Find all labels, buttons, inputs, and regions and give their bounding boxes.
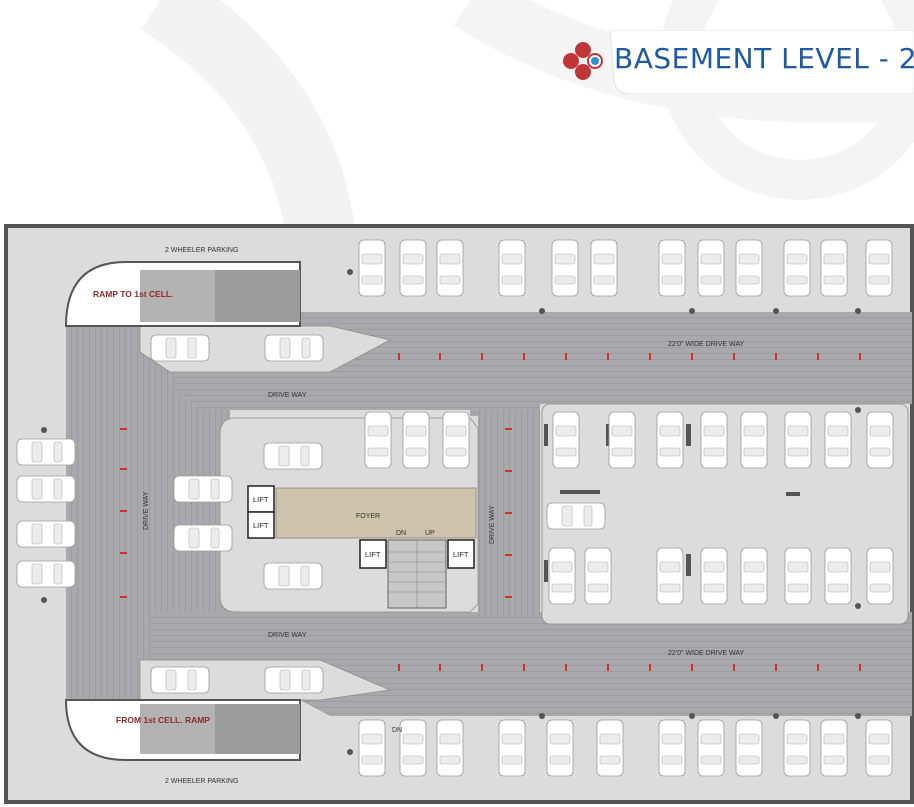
- label-drive-way-bottom: DRIVE WAY: [268, 632, 307, 639]
- page-title: BASEMENT LEVEL - 2: [614, 42, 914, 75]
- label-up: UP: [425, 530, 435, 537]
- label-dn-bottom: DN: [392, 727, 402, 734]
- label-lift-2: LIFT: [253, 521, 269, 530]
- lift-4: [447, 539, 475, 569]
- label-ramp-to: RAMP TO 1st CELL.: [93, 289, 173, 299]
- label-lift-1: LIFT: [253, 495, 269, 504]
- label-lift-4: LIFT: [453, 550, 469, 559]
- foyer: [275, 487, 477, 539]
- lane-markers: [120, 353, 861, 671]
- label-drive-way-right: DRIVE WAY: [489, 505, 496, 544]
- title-card: [609, 30, 914, 94]
- label-drive-way-left: DRIVE WAY: [143, 491, 150, 530]
- label-wide-bottom: 22'0" WIDE DRIVE WAY: [668, 650, 745, 657]
- columns: [41, 269, 861, 755]
- label-ramp-from: FROM 1st CELL. RAMP: [116, 715, 210, 725]
- label-dn: DN: [396, 530, 406, 537]
- label-drive-way-top: DRIVE WAY: [268, 392, 307, 399]
- label-2-wheeler-top: 2 WHEELER PARKING: [165, 247, 238, 254]
- lift-2: [247, 511, 275, 539]
- four-petal-logo-icon: [563, 42, 603, 80]
- lift-3: [359, 539, 387, 569]
- label-lift-3: LIFT: [365, 550, 381, 559]
- label-foyer: FOYER: [356, 513, 380, 520]
- label-wide-top: 22'0" WIDE DRIVE WAY: [668, 341, 745, 348]
- label-2-wheeler-bottom: 2 WHEELER PARKING: [165, 778, 238, 785]
